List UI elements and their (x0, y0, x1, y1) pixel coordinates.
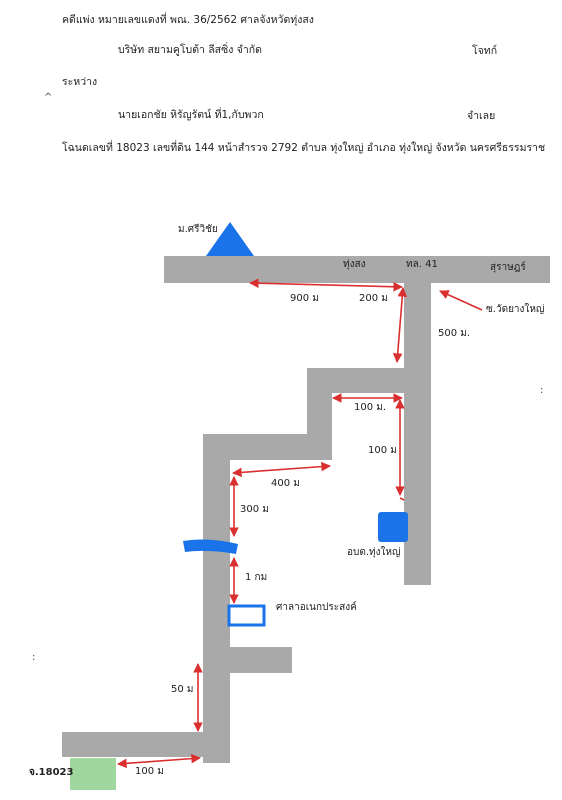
distance-100-bottom: 100 ม (135, 766, 164, 777)
label-soi: ซ.วัดยางใหญ่ (486, 304, 545, 315)
plaintiff-name: บริษัท สยามคูโบต้า ลีสซิ่ง จำกัด (118, 44, 262, 56)
stray-mark: ^ (44, 92, 53, 103)
defendant-role: จำเลย (467, 110, 496, 122)
multipurpose-pavilion-icon (227, 604, 266, 627)
land-plot-18023 (70, 758, 116, 790)
distance-50: 50 ม (171, 684, 194, 695)
sao-office-square-icon (378, 512, 408, 542)
label-sao-office: อบต.ทุ่งใหญ่ (347, 547, 401, 558)
distance-arrow-400 (232, 461, 331, 478)
margin-mark-right: : (540, 385, 544, 396)
road-main-vertical (203, 434, 230, 763)
road-side-stub (230, 647, 292, 673)
distance-1km: 1 กม (245, 572, 268, 583)
road-bottom (62, 732, 230, 757)
defendant-name: นายเอกชัย หิรัญรัตน์ ที่1,กับพวก (118, 109, 264, 121)
sao-lead-line (399, 497, 405, 501)
distance-500: 500 ม. (438, 328, 471, 339)
distance-arrow-200 (392, 287, 408, 363)
road-network (62, 256, 550, 763)
between-label: ระหว่าง (62, 76, 98, 88)
canal-icon (183, 539, 238, 554)
label-plot: จ.18023 (29, 767, 74, 778)
road-wat-yang-yai (404, 283, 431, 585)
soi-pointer-arrow (439, 290, 483, 311)
case-number-line: คดีแพ่ง หมายเลขแดงที่ พณ. 36/2562 ศาลจัง… (62, 14, 314, 26)
distance-arrow-900 (249, 278, 403, 292)
distance-100-upper: 100 ม. (354, 402, 387, 413)
margin-mark-left: : (32, 652, 36, 663)
label-thungsong: ทุ่งสง (343, 259, 366, 270)
label-road-no: ทล. 41 (406, 259, 438, 270)
distance-400: 400 ม (271, 478, 300, 489)
label-university: ม.ศรีวิชัย (178, 224, 218, 235)
distance-arrow-100-bottom (117, 753, 201, 769)
distance-200: 200 ม (359, 293, 388, 304)
distance-100-vertical: 100 ม (368, 445, 397, 456)
university-triangle-icon (206, 222, 254, 256)
distance-300: 300 ม (240, 504, 269, 515)
title-deed-line: โฉนดเลขที่ 18023 เลขที่ดิน 144 หน้าสำรวจ… (62, 142, 546, 154)
label-surat: สุราษฎร์ (490, 262, 526, 273)
distance-900: 900 ม (290, 293, 319, 304)
plaintiff-role: โจทก์ (472, 45, 498, 57)
label-pavilion: ศาลาอเนกประสงค์ (276, 602, 357, 613)
